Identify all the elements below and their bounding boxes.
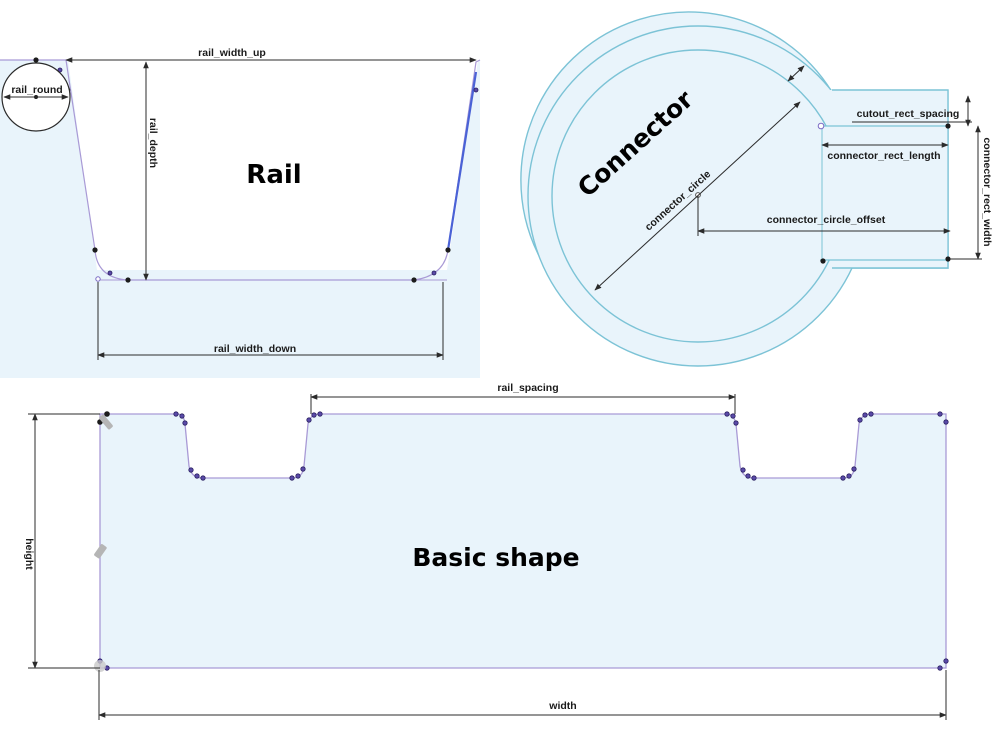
rail-point [57,67,63,73]
rail-point [107,270,113,276]
rail-background [0,60,480,378]
shape-point [740,467,746,473]
shape-point [730,413,736,419]
rail-panel: rail_round rail_width_up rail_depth rail… [0,47,481,378]
shape-point [851,466,857,472]
connector-panel: connector_circle connector_circle_offset… [520,11,993,367]
basic-shape-panel: rail_spacing height width Basic shape [23,382,949,720]
rail-point [445,247,451,253]
shape-point [306,417,312,423]
shape-point [724,411,730,417]
rail-point [473,87,479,93]
shape-point [943,658,949,664]
connector-wall-thickness-dimension [787,65,805,82]
shape-point [104,411,110,417]
shape-point [311,412,317,418]
shape-point [289,475,295,481]
shape-point [937,411,943,417]
rail-point [125,277,131,283]
rail-spacing-label: rail_spacing [497,382,558,394]
shape-point [733,420,739,426]
shape-point [173,411,179,417]
rail-width-up-label: rail_width_up [198,47,266,59]
rail-round-label: rail_round [11,84,62,96]
shape-point [846,473,852,479]
connector-point [945,123,951,129]
connector-rect-width-label: connector_rect_width [981,137,993,246]
shape-point [751,475,757,481]
shape-point [300,466,306,472]
shape-point [194,473,200,479]
shape-point [745,473,751,479]
rail-title: Rail [246,160,301,190]
shape-point [840,475,846,481]
shape-point [182,420,188,426]
shape-point [188,467,194,473]
rail-highlight-edge [446,71,478,251]
connector-rect-length-label: connector_rect_length [827,150,940,162]
rail-point [95,276,101,282]
origin-marker [94,660,106,672]
connector-point [820,258,826,264]
cutout-rect-spacing-label: cutout_rect_spacing [857,108,960,120]
shape-point [862,412,868,418]
connector-inner-rect [820,125,949,261]
constraint-glyph [99,414,113,430]
basic-shape-points [94,411,949,672]
connector-point [817,122,825,130]
rail-point [33,57,39,63]
height-label: height [23,538,35,570]
constraint-glyph [94,544,107,559]
basic-shape-body [99,413,947,669]
shape-point [937,665,943,671]
rail-point [411,277,417,283]
rail-point [431,270,437,276]
shape-point [200,475,206,481]
basic-shape-title: Basic shape [412,543,579,572]
shape-point [179,413,185,419]
shape-point [317,411,323,417]
connector-circle-offset-label: connector_circle_offset [767,214,886,226]
width-label: width [548,700,576,712]
rail-depth-label: rail_depth [147,118,159,168]
shape-point [857,417,863,423]
rail-point [92,247,98,253]
shape-point [295,473,301,479]
connector-point [945,256,951,262]
rail-width-down-label: rail_width_down [214,343,296,355]
shape-point [868,411,874,417]
shape-point [943,419,949,425]
